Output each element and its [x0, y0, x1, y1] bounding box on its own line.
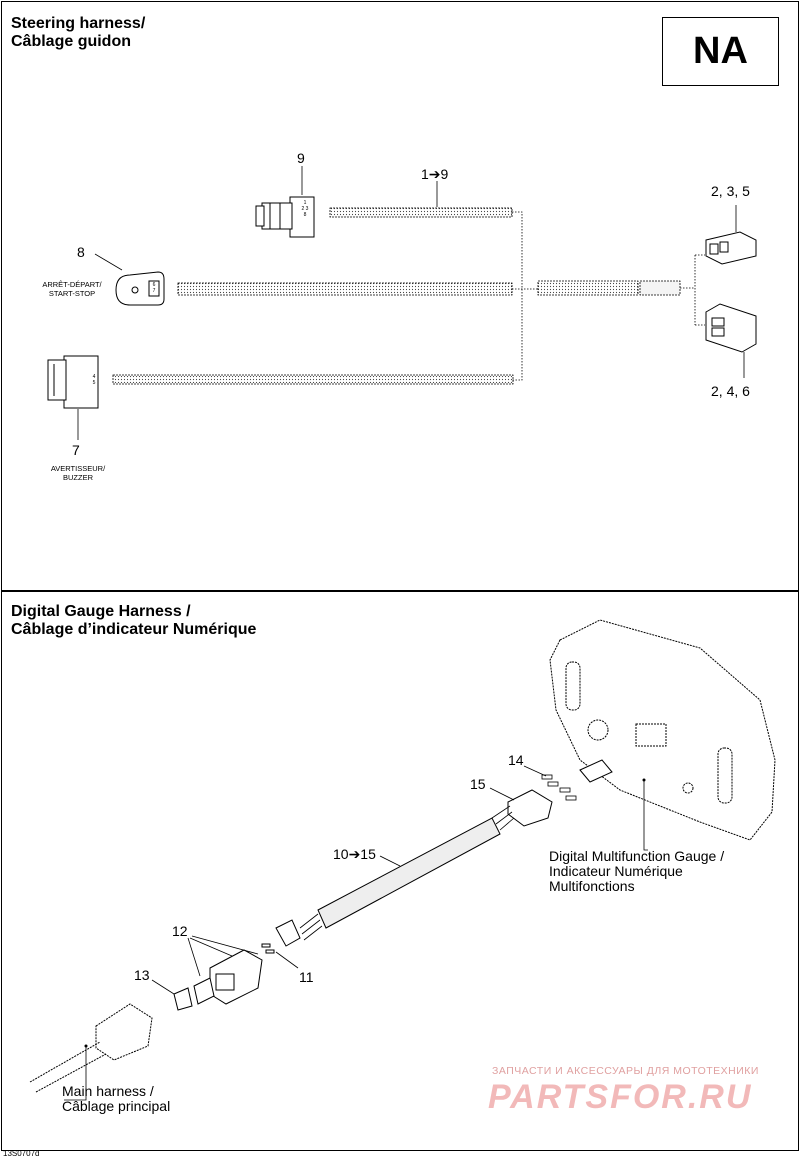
gauge-label: Digital Multifunction Gauge / Indicateur…	[549, 849, 724, 894]
connector-11	[261, 919, 301, 954]
digital-gauge-title-line2: Câblage d’indicateur Numérique	[11, 621, 257, 638]
gauge-label-line1: Digital Multifunction Gauge /	[549, 848, 725, 864]
buzzer-pin-5: 5	[92, 380, 96, 386]
connector-2-3-5	[705, 231, 757, 265]
connector-15	[507, 789, 553, 827]
callout-11: 11	[299, 969, 314, 985]
document-id: 13S0707d	[3, 1149, 40, 1158]
steering-harness-title-line1: Steering harness/	[11, 15, 146, 32]
switch-pin-8: 8	[303, 212, 307, 218]
buzzer-pins: 4 5	[90, 374, 98, 386]
gauge-label-line2: Indicateur Numérique	[549, 863, 683, 879]
gauge-socket	[579, 759, 613, 783]
callout-2-3-5: 2, 3, 5	[711, 183, 750, 199]
callout-14: 14	[508, 752, 524, 768]
wire-branch	[680, 254, 705, 326]
leader-10-15	[379, 855, 401, 867]
start-stop-switch-8	[115, 271, 165, 306]
start-stop-label-fr: ARRÊT-DÉPART/	[42, 280, 102, 289]
leader-8	[94, 253, 123, 271]
start-stop-pin-7: 7	[152, 288, 156, 294]
buzzer-7	[47, 355, 99, 409]
callout-10-15: 10➔15	[333, 846, 376, 862]
leader-11	[275, 951, 299, 969]
switch-connector-9	[255, 196, 315, 238]
buzzer-label-fr: AVERTISSEUR/	[50, 464, 106, 473]
leader-13	[151, 979, 175, 995]
steering-harness-title-line2: Câblage guidon	[11, 33, 131, 50]
leader-15	[489, 787, 515, 801]
wire-bus	[512, 211, 538, 381]
wire-trunk	[537, 280, 639, 296]
leader-14	[523, 765, 547, 777]
leader-12	[187, 935, 259, 977]
callout-7: 7	[72, 442, 80, 458]
watermark-logo: PARTSFOR.RU	[488, 1078, 753, 1116]
switch-pin-1: 1	[303, 200, 307, 206]
connector-2-4-6	[705, 303, 757, 353]
digital-gauge-harness-title: Digital Gauge Harness / Câblage d’indica…	[11, 603, 256, 639]
connector-12	[193, 949, 263, 1005]
main-harness-label-line2: Câblage principal	[62, 1098, 171, 1114]
start-stop-pins: 6 7	[150, 282, 158, 294]
leader-gauge	[643, 780, 648, 851]
start-stop-label: ARRÊT-DÉPART/ START-STOP	[30, 280, 114, 298]
callout-15: 15	[470, 776, 486, 792]
buzzer-label: AVERTISSEUR/ BUZZER	[40, 464, 116, 482]
buzzer-pin-4: 4	[92, 374, 96, 380]
leader-main-harness	[64, 1046, 87, 1101]
terminals-14	[541, 774, 577, 801]
callout-1-9: 1➔9	[421, 166, 449, 182]
callout-2-4-6: 2, 4, 6	[711, 383, 750, 399]
wire-buzzer	[112, 374, 514, 385]
callout-9: 9	[297, 150, 305, 166]
main-harness-connector	[29, 1003, 153, 1093]
wire-trunk-end	[639, 280, 681, 296]
watermark-tagline: ЗАПЧАСТИ И АКСЕССУАРЫ ДЛЯ МОТОТЕХНИКИ	[492, 1065, 759, 1077]
buzzer-label-en: BUZZER	[63, 473, 93, 482]
gauge-cable	[299, 805, 515, 941]
wire-start-stop	[177, 282, 513, 296]
seal-13	[173, 987, 193, 1011]
gauge-label-line3: Multifonctions	[549, 878, 635, 894]
start-stop-pin-6: 6	[152, 282, 156, 288]
callout-13: 13	[134, 967, 150, 983]
switch-pin-2-3: 2 3	[301, 206, 309, 212]
main-harness-label-line1: Main harness /	[62, 1083, 154, 1099]
callout-8: 8	[77, 244, 85, 260]
main-harness-label: Main harness / Câblage principal	[62, 1084, 170, 1114]
digital-gauge-title-line1: Digital Gauge Harness /	[11, 603, 191, 620]
callout-12: 12	[172, 923, 188, 939]
switch-pins: 1 2 3 8	[298, 200, 312, 218]
wire-switch	[329, 207, 513, 218]
steering-harness-title: Steering harness/ Câblage guidon	[11, 15, 145, 51]
digital-gauge-body	[549, 619, 776, 841]
harness-wires	[112, 207, 705, 385]
region-badge: NA	[662, 17, 779, 86]
start-stop-label-en: START-STOP	[48, 289, 96, 298]
